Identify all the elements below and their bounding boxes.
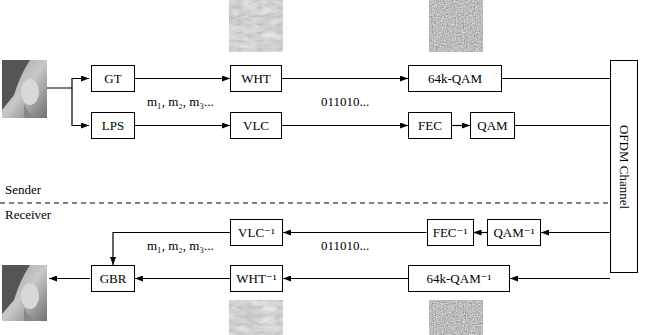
side-label: Receiver: [4, 208, 52, 222]
process-box: WHT⁻¹: [230, 265, 283, 292]
box-label: 64k-QAM⁻¹: [427, 272, 492, 285]
box-label: WHT⁻¹: [236, 272, 276, 285]
box-label: VLC⁻¹: [238, 226, 275, 239]
box-label: FEC: [418, 119, 442, 132]
process-box: VLC⁻¹: [230, 219, 283, 246]
box-label: GT: [104, 72, 121, 85]
output-arrow: [49, 278, 90, 279]
lena-image: [2, 265, 47, 321]
process-box: VLC: [230, 112, 282, 139]
box-label: VLC: [243, 119, 269, 132]
signal-arrow: [474, 232, 488, 233]
signal-arrow: [510, 278, 610, 279]
process-box: FEC: [408, 112, 452, 139]
process-box: GT: [91, 65, 135, 92]
signal-arrow: [502, 78, 610, 79]
box-label: LPS: [102, 119, 124, 132]
signal-arrow: [541, 232, 610, 233]
signal-arrow: [282, 78, 408, 79]
signal-arrow: [135, 278, 230, 279]
signal-arrow: [515, 125, 610, 126]
signal-label: 011010...: [320, 95, 370, 109]
side-label: Sender: [4, 183, 42, 197]
process-box: QAM⁻¹: [487, 219, 541, 246]
signal-arrow: [135, 78, 230, 79]
process-box: LPS: [91, 112, 135, 139]
process-box: WHT: [230, 65, 282, 92]
signal-arrow: [113, 233, 230, 266]
noise-image: [429, 300, 483, 335]
divider-line: [0, 203, 609, 204]
signal-label: m₁, m₂, m₃...: [146, 239, 215, 253]
signal-arrow: [283, 278, 408, 279]
signal-arrow: [283, 232, 427, 233]
input-arrow: [72, 88, 89, 126]
input-arrow: [47, 79, 89, 89]
box-label: QAM: [477, 119, 507, 132]
process-box: 64k-QAM: [408, 65, 502, 92]
process-box: FEC⁻¹: [427, 219, 474, 246]
signal-arrow: [282, 125, 408, 126]
signal-label: m₁, m₂, m₃...: [146, 95, 215, 109]
signal-arrow: [452, 125, 470, 126]
box-label: GBR: [100, 272, 127, 285]
box-label: 64k-QAM: [428, 72, 482, 85]
box-label: WHT: [241, 72, 271, 85]
box-label: QAM⁻¹: [493, 226, 534, 239]
process-box: 64k-QAM⁻¹: [408, 265, 510, 292]
lena-image: [2, 60, 47, 118]
signal-label: 011010...: [320, 239, 370, 253]
process-box: GBR: [91, 265, 135, 292]
signal-arrow: [135, 125, 230, 126]
noise-image: [429, 0, 483, 52]
gradient-image: [229, 300, 283, 335]
channel-box: OFDM Channel: [610, 60, 638, 273]
box-label: OFDM Channel: [618, 124, 631, 208]
gradient-image: [229, 0, 283, 52]
process-box: QAM: [470, 112, 515, 139]
box-label: FEC⁻¹: [433, 226, 468, 239]
